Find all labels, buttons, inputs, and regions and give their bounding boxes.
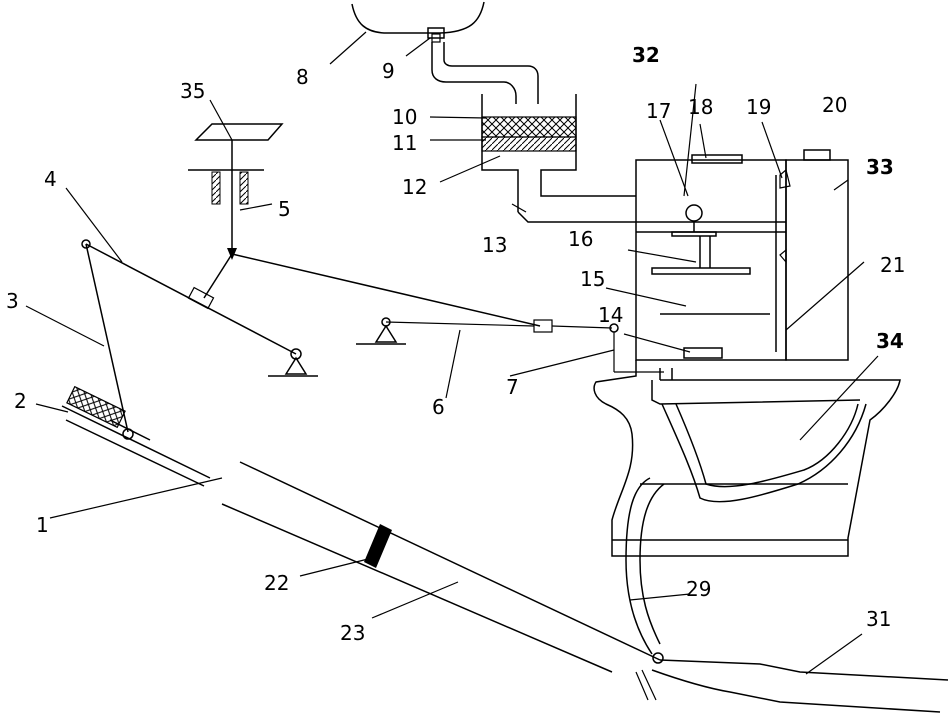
label-6: 6 bbox=[432, 395, 445, 419]
label-23: 23 bbox=[340, 621, 365, 645]
label-4: 4 bbox=[44, 167, 57, 191]
leader-lines bbox=[26, 32, 878, 674]
label-33: 33 bbox=[866, 155, 894, 179]
label-2: 2 bbox=[14, 389, 27, 413]
label-15: 15 bbox=[580, 267, 605, 291]
water-tank bbox=[352, 2, 484, 33]
linkage bbox=[86, 244, 664, 398]
label-7: 7 bbox=[506, 375, 519, 399]
label-20: 20 bbox=[822, 93, 847, 117]
label-5: 5 bbox=[278, 197, 291, 221]
label-35: 35 bbox=[180, 79, 205, 103]
label-19: 19 bbox=[746, 95, 771, 119]
label-16: 16 bbox=[568, 227, 593, 251]
label-1: 1 bbox=[36, 513, 49, 537]
label-11: 11 bbox=[392, 131, 417, 155]
sewer-pipe bbox=[636, 653, 948, 712]
label-18: 18 bbox=[688, 95, 713, 119]
label-12: 12 bbox=[402, 175, 427, 199]
label-10: 10 bbox=[392, 105, 417, 129]
label-17: 17 bbox=[646, 99, 671, 123]
toilet-bowl bbox=[594, 360, 900, 556]
pedal-35 bbox=[188, 124, 282, 252]
label-8: 8 bbox=[296, 65, 309, 89]
filter-cup bbox=[482, 94, 636, 212]
label-14: 14 bbox=[598, 303, 623, 327]
label-32: 32 bbox=[632, 43, 660, 67]
label-13: 13 bbox=[482, 233, 507, 257]
label-3: 3 bbox=[6, 289, 19, 313]
supply-pipe bbox=[432, 42, 538, 104]
label-31: 31 bbox=[866, 607, 891, 631]
label-29: 29 bbox=[686, 577, 711, 601]
drain-pipe bbox=[626, 478, 664, 654]
sewer-pipe-23 bbox=[222, 462, 660, 672]
label-21: 21 bbox=[880, 253, 905, 277]
cistern-box bbox=[636, 155, 790, 360]
spring-assembly bbox=[62, 240, 210, 486]
side-tank bbox=[776, 150, 848, 360]
label-34: 34 bbox=[876, 329, 904, 353]
label-22: 22 bbox=[264, 571, 289, 595]
labels: 8 9 35 10 11 12 13 4 5 3 2 1 6 7 32 17 1… bbox=[6, 43, 905, 645]
outlet-valve bbox=[428, 28, 444, 42]
pipe-13 bbox=[518, 212, 786, 222]
label-9: 9 bbox=[382, 59, 395, 83]
